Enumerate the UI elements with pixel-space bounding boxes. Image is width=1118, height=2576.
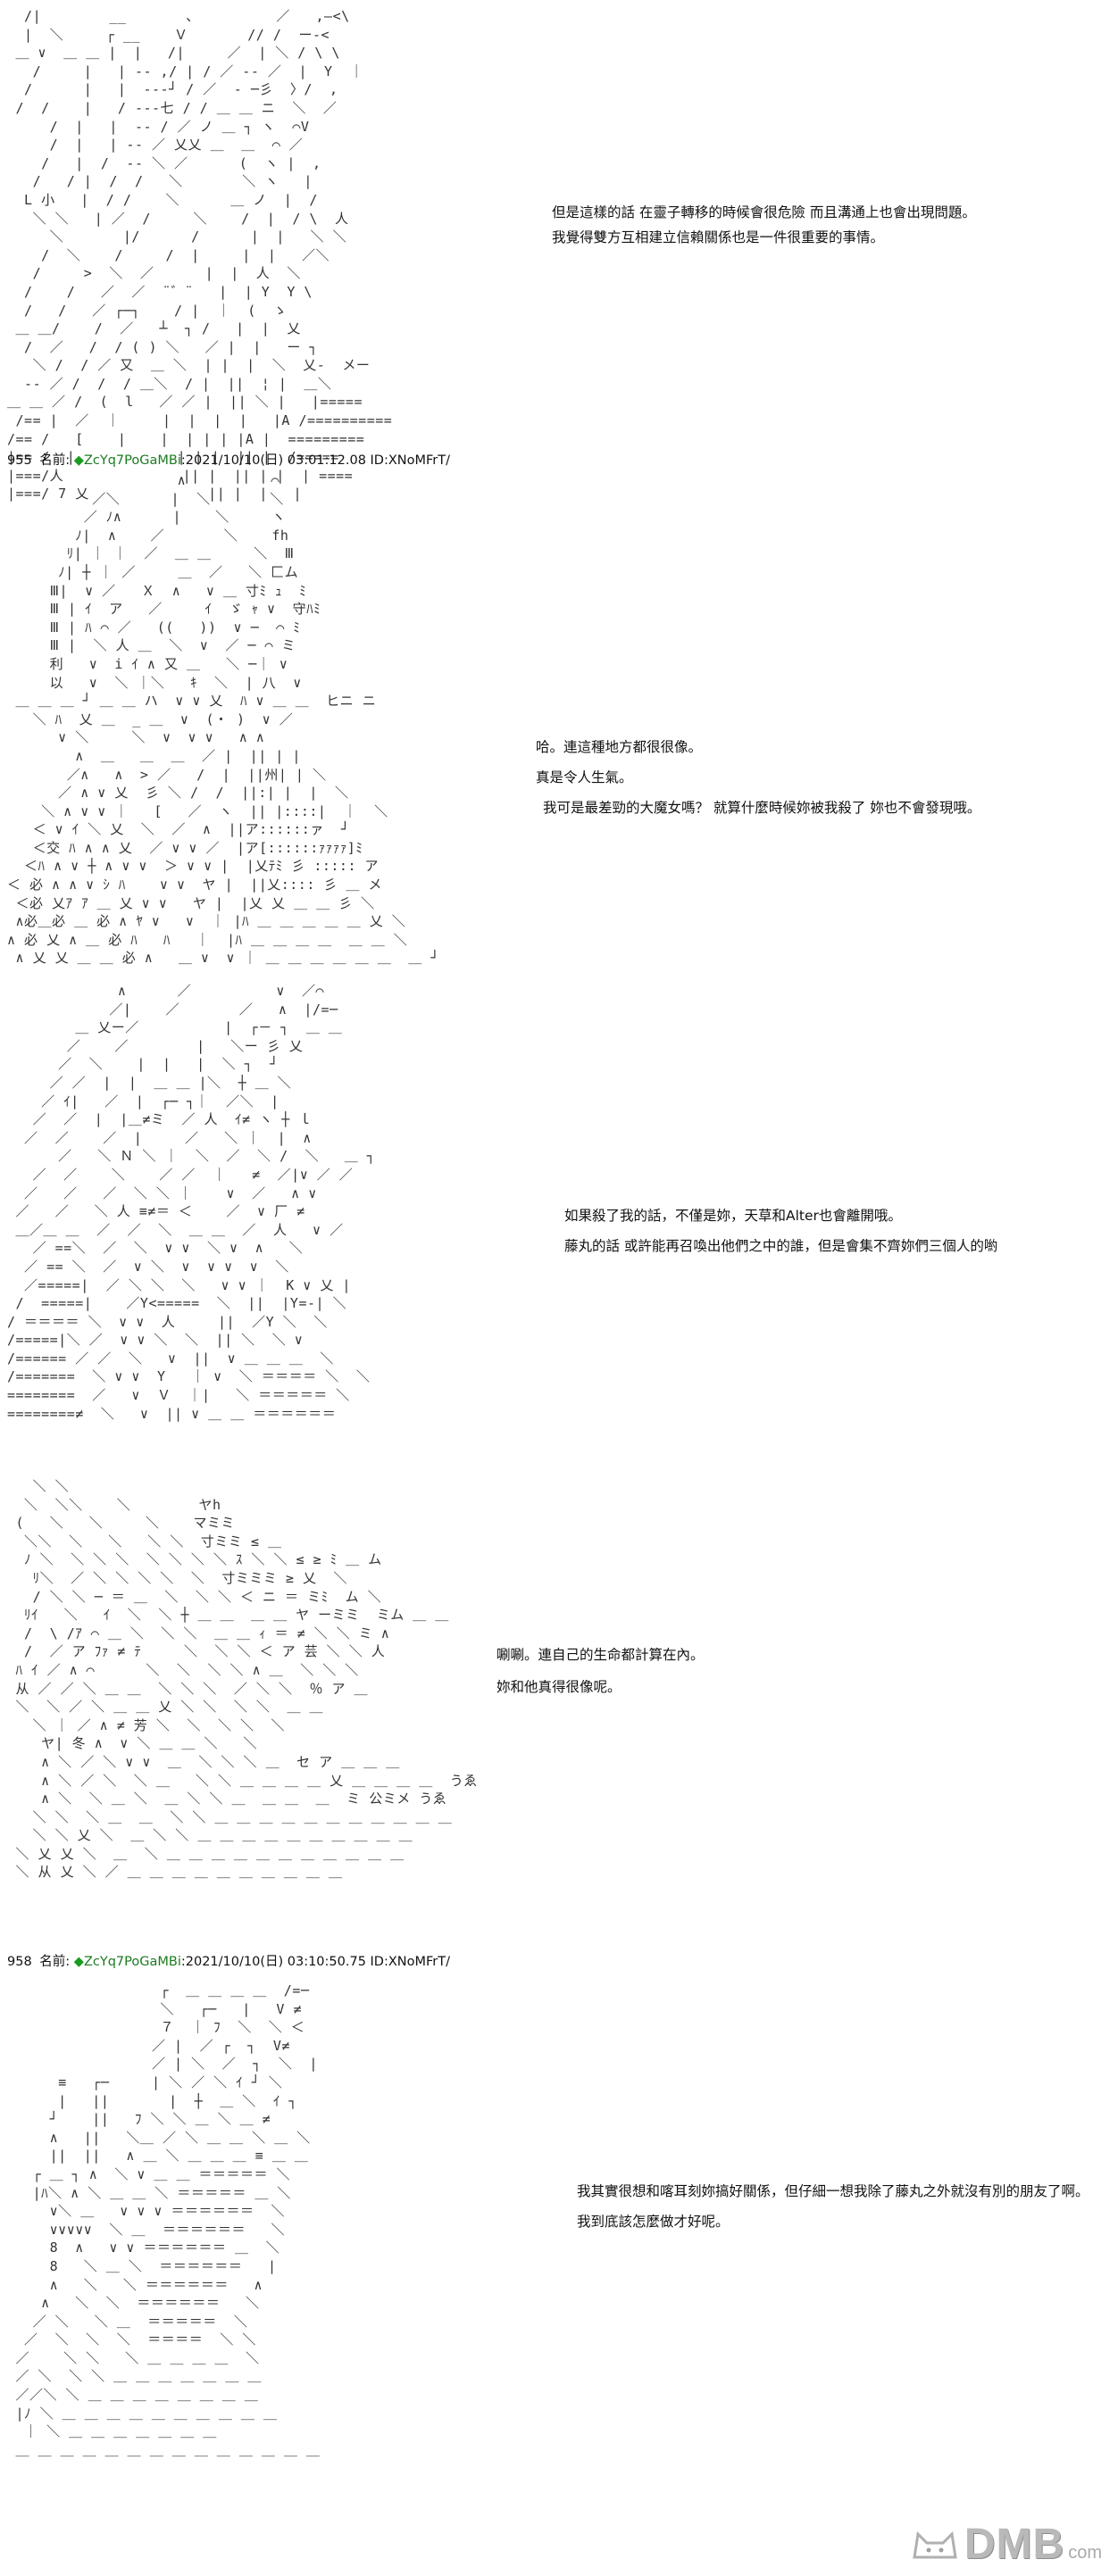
watermark-sub: com [1068,2543,1102,2563]
dialogue-line: 唰唰。連自己的生命都計算在內。 [496,1647,705,1663]
dialogue-3: 如果殺了我的話，不僅是妳，天草和Alter也會離開哦。 藤丸的話 或許能再召喚出… [564,1201,997,1261]
ascii-art-2: ∧ ⌒ ／＼ | ＼ ＼ ／ ﾉ∧ | ＼ ヽ ﾉ| ∧ ／ ＼ fh ﾘ| ｜… [7,472,439,967]
ascii-art-5: ┌ ＿ ＿ ＿ ＿ /=─ ＼ ┌─ | V ≠ ７ ｜ ﾌ ＼ ＼ ＜ ／ |… [15,1982,321,2458]
trip-diamond-icon: ◆ [73,453,84,468]
dialogue-line: 但是這樣的話 在靈子轉移的時候會很危險 而且溝通上也會出現問題。 [552,204,976,220]
dialogue-1: 但是這樣的話 在靈子轉移的時候會很危險 而且溝通上也會出現問題。 我覺得雙方互相… [552,200,976,250]
panel-5: ┌ ＿ ＿ ＿ ＿ /=─ ＼ ┌─ | V ≠ ７ ｜ ﾌ ＼ ＼ ＜ ／ |… [0,1982,1118,2571]
dialogue-line: 藤丸的話 或許能再召喚出他們之中的誰，但是會集不齊妳們三個人的喲 [564,1238,998,1254]
panel-1: /| __ 、 ／ ,―<\ | ＼ ┌ __ Ｖ // / ー-< ＿ ∨ ＿… [0,0,1118,502]
dialogue-2: 哈。連這種地方都很很像。 真是令人生氣。 我可是最差勁的大魔女嗎？ 就算什麼時候… [536,732,980,823]
post-header-955: 955 名前: ◆ZcYq7PoGaMBi:2021/10/10(日) 03:0… [7,450,450,469]
watermark-text: DMB [964,2521,1065,2568]
site-watermark: DMB com [909,2520,1102,2569]
trip-diamond-icon: ◆ [73,1955,84,1969]
dialogue-line: 妳和他真得很像呢。 [496,1679,622,1695]
post-meta: :2021/10/10(日) 03:01:12.08 ID:XNoMFrT/ [180,453,451,468]
trip-code[interactable]: ZcYq7PoGaMBi [83,1955,181,1969]
dialogue-5: 我其實很想和喀耳刻妳搞好關係，但仔細一想我除了藤丸之外就沒有別的朋友了啊。 我到… [577,2176,1089,2237]
ascii-art-4: ＼ ＼ ＼ ＼＼ ＼ ヤh ( ＼ ＼ ＼ マミミ ＼＼ ＼ ＼ ＼ ＼ 寸ミミ… [15,1478,478,1881]
cat-logo-icon [913,2530,957,2558]
post-number: 955 [7,453,32,468]
dialogue-line: 我可是最差勁的大魔女嗎？ 就算什麼時候妳被我殺了 妳也不會發現哦。 [543,800,981,816]
name-label: 名前: [39,1955,71,1969]
dialogue-line: 哈。連這種地方都很很像。 [536,739,703,755]
post-header-958: 958 名前: ◆ZcYq7PoGaMBi:2021/10/10(日) 03:1… [7,1951,450,1970]
dialogue-line: 如果殺了我的話，不僅是妳，天草和Alter也會離開哦。 [564,1208,902,1224]
post-number: 958 [7,1955,32,1969]
dialogue-line: 我其實很想和喀耳刻妳搞好關係，但仔細一想我除了藤丸之外就沒有別的朋友了啊。 [577,2183,1089,2199]
dialogue-line: 我到底該怎麼做才好呢。 [577,2214,730,2230]
ascii-art-3: ∧ ／ ∨ ／⌒ ／| ／ ／ ∧ |/=─ ＿ 乂ー／ | ┌－ ┐ ＿ ＿ … [7,983,376,1422]
name-label: 名前: [39,453,71,468]
dialogue-4: 唰唰。連自己的生命都計算在內。 妳和他真得很像呢。 [496,1639,705,1703]
trip-code[interactable]: ZcYq7PoGaMBi [83,453,181,468]
panel-3: ∧ ／ ∨ ／⌒ ／| ／ ／ ∧ |/=─ ＿ 乂ー／ | ┌－ ┐ ＿ ＿ … [0,982,1118,1455]
ascii-art-1: /| __ 、 ／ ,―<\ | ＼ ┌ __ Ｖ // / ー-< ＿ ∨ ＿… [7,8,393,503]
post-meta: :2021/10/10(日) 03:10:50.75 ID:XNoMFrT/ [180,1955,451,1969]
dialogue-line: 我覺得雙方互相建立信賴關係也是一件很重要的事情。 [552,229,885,245]
dialogue-line: 真是令人生氣。 [536,769,633,785]
panel-4: ＼ ＼ ＼ ＼＼ ＼ ヤh ( ＼ ＼ ＼ マミミ ＼＼ ＼ ＼ ＼ ＼ 寸ミミ… [0,1477,1118,1941]
panel-2: ∧ ⌒ ／＼ | ＼ ＼ ／ ﾉ∧ | ＼ ヽ ﾉ| ∧ ／ ＼ fh ﾘ| ｜… [0,471,1118,971]
